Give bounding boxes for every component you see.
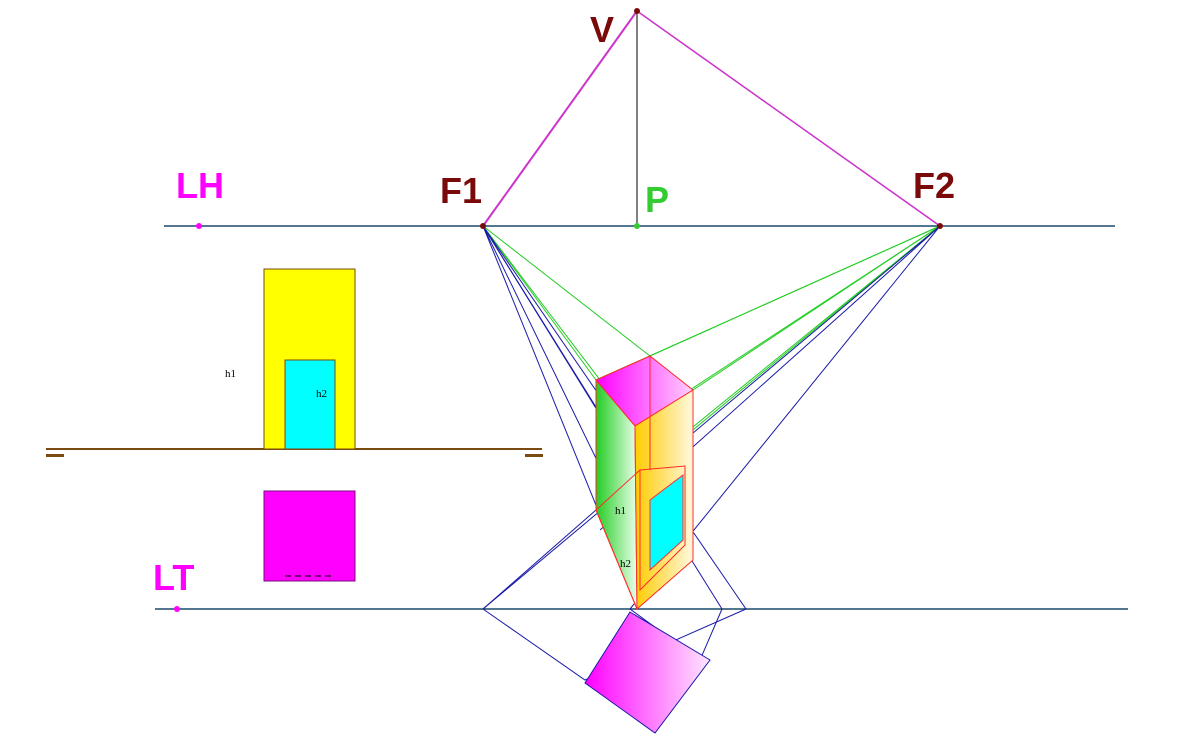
block-door-frame	[639, 465, 686, 592]
point-f1	[480, 223, 486, 229]
perspective-block	[595, 355, 694, 611]
point-lt	[174, 606, 180, 612]
elevation-ground-tick-left	[46, 454, 64, 457]
label-h2-perspective: h2	[620, 558, 631, 570]
plan-magenta-square	[263, 490, 356, 582]
label-v: V	[590, 9, 614, 50]
ray-v-f2	[636, 10, 941, 227]
label-f1: F1	[440, 170, 482, 211]
label-lt: LT	[153, 557, 194, 598]
label-h1-perspective: h1	[615, 505, 626, 517]
plan-square-rotated	[584, 611, 711, 734]
label-lh: LH	[176, 165, 224, 206]
label-h1-elevation: h1	[225, 368, 236, 380]
point-lh	[196, 223, 202, 229]
elevation-ground-tick-right	[525, 454, 543, 457]
point-v	[634, 8, 640, 14]
ray-v-f1	[482, 10, 638, 227]
blue-construction-lines	[482, 225, 941, 681]
label-p: P	[645, 179, 669, 220]
point-p	[634, 223, 640, 229]
block-door	[649, 473, 684, 572]
point-f2	[937, 223, 943, 229]
label-f2: F2	[913, 165, 955, 206]
elevation-cyan-door	[284, 359, 336, 450]
label-h2-elevation: h2	[316, 388, 327, 400]
